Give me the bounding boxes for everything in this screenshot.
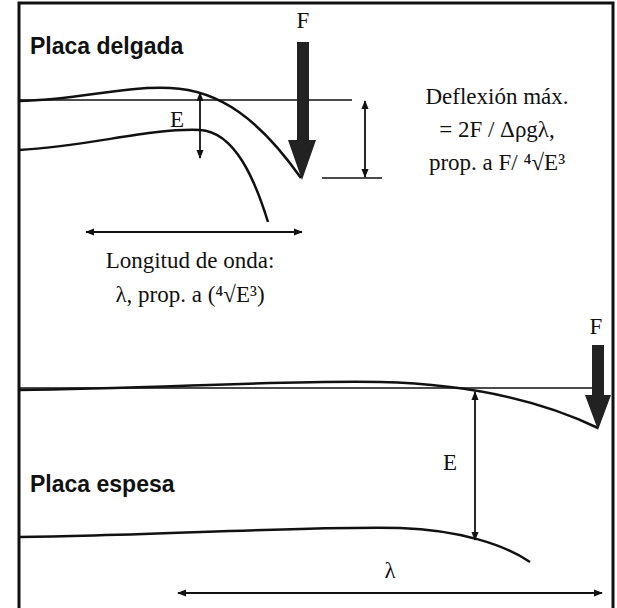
force-label: F [590,314,603,339]
force-arrow [585,345,611,430]
deflection-note: Deflexión máx. [425,84,568,109]
deflection-note: = 2F / Δρgλ, [439,117,555,142]
deflection-note: prop. a F/ ⁴√E³ [429,150,565,175]
thickness-label: E [443,450,457,475]
frame [19,3,613,608]
plate-title: Placa espesa [30,472,175,497]
thickness-arrow [199,93,201,158]
deflection-arrow [364,101,366,177]
wavelength-label: λ [384,558,395,583]
wavelength-note: λ, prop. a (⁴√E³) [115,282,264,307]
plate-bottom [19,528,530,562]
tick-line [322,177,382,178]
force-label: F [297,8,310,33]
wavelength-arrow [86,231,302,233]
plate-title: Placa delgada [30,34,183,59]
wavelength-note: Longitud de onda: [106,248,275,273]
wavelength-arrow [178,592,602,594]
force-arrow [288,42,316,180]
thickness-label: E [170,107,184,132]
plate-top [19,382,598,428]
thickness-arrow [474,392,476,540]
plate-bottom [19,130,268,222]
